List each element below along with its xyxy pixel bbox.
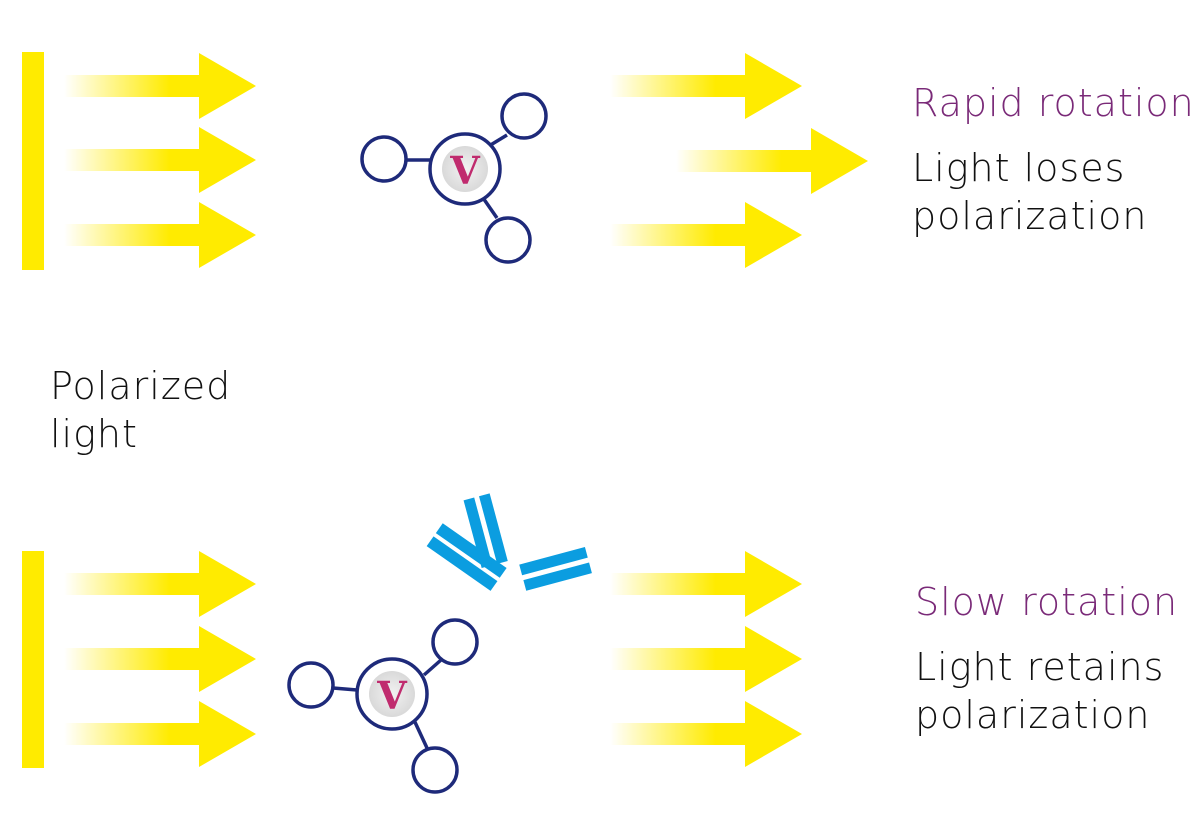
arrow-right-icon: [676, 128, 868, 194]
polarized-light-line-2: light: [50, 411, 138, 456]
top-result-line-1: Light loses: [912, 146, 1126, 190]
arrow-right-icon: [610, 551, 802, 617]
arrow-right-icon: [610, 53, 802, 119]
bottom-result-line-2: polarization: [915, 692, 1151, 737]
fluorescent-tracer-molecule-top: [360, 92, 548, 264]
arrow-right-icon: [610, 626, 802, 692]
polarized-light-line-1: Polarized: [50, 364, 232, 408]
top-result-label: Light loses polarization: [912, 145, 1147, 240]
arrow-right-icon: [64, 53, 256, 119]
arrow-right-icon: [64, 701, 256, 767]
arrow-right-icon: [64, 202, 256, 268]
polarized-light-label: Polarized light: [50, 363, 231, 458]
bottom-result-line-1: Light retains: [915, 645, 1165, 689]
tracer-logo-letter-top: V: [449, 148, 481, 193]
arrow-right-icon: [64, 127, 256, 193]
top-result-line-2: polarization: [912, 193, 1148, 238]
arrow-right-icon: [64, 551, 256, 617]
fluorescent-tracer-molecule-bottom: [287, 618, 479, 794]
bottom-result-label: Light retains polarization: [915, 644, 1164, 739]
polarizer-bar-bottom: [22, 551, 44, 768]
arrow-right-icon: [64, 626, 256, 692]
slow-rotation-label: Slow rotation: [915, 580, 1179, 624]
antibody-icon: [426, 493, 592, 591]
arrow-right-icon: [610, 701, 802, 767]
polarizer-bar-top: [22, 52, 44, 270]
arrow-right-icon: [610, 202, 802, 268]
rapid-rotation-label: Rapid rotation: [912, 81, 1195, 125]
tracer-logo-letter-bottom: V: [376, 673, 408, 718]
